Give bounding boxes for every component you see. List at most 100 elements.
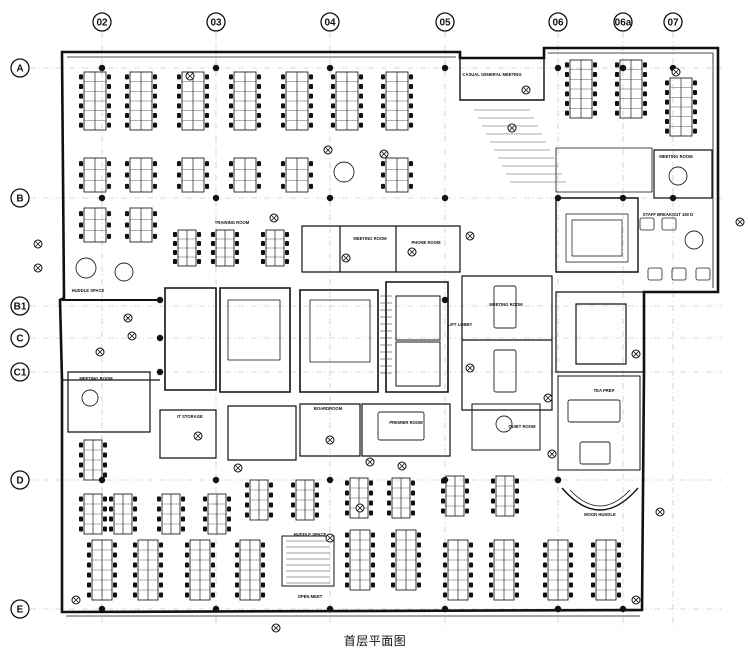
workstation-pod [87,539,117,601]
structural-column [554,194,562,202]
chair [133,506,137,512]
chair [203,496,207,502]
chair [615,62,619,68]
workstation-pod [157,493,185,535]
reference-tag-icon [123,313,133,323]
chair [181,506,185,512]
chair [153,84,157,89]
chair [309,93,313,99]
chair [157,506,161,512]
chair [107,222,111,228]
chair [593,91,597,97]
chair [345,572,349,578]
chair [257,122,261,128]
reference-tag-icon [95,347,105,357]
tag-cross [544,394,552,402]
chair [113,582,117,588]
structural-column [441,194,449,202]
chair [229,122,233,128]
chair [443,552,447,558]
chair [261,572,265,578]
chair [125,161,129,167]
workstation-pod [211,229,239,267]
chair [227,496,231,502]
reference-tag-icon [671,67,681,77]
workstation-pod [331,71,363,131]
chair [205,84,209,89]
chair [315,482,319,488]
structural-column [554,605,562,613]
chair [79,113,83,118]
chair [381,122,385,128]
room-label-boardroom: BOARDROOM [314,406,343,411]
chair [245,512,249,518]
tag-cross [272,624,280,632]
chair [359,122,363,128]
chair [181,526,185,532]
chair [515,592,519,598]
chair [227,516,231,522]
tag-cross [34,240,42,248]
chair [315,502,319,508]
reference-tag-icon [341,253,351,263]
reference-tag-icon [269,213,279,223]
chair [261,241,265,246]
chair [417,582,421,588]
structural-column [326,605,334,613]
chair [205,161,209,167]
structural-column [554,476,562,484]
workstation-pod [133,539,163,601]
chair [285,259,289,264]
chair [79,74,83,80]
tag-cross [508,124,516,132]
drawing-title: 首层平面图 [343,634,407,648]
chair [417,542,421,548]
workstation-pod [229,157,261,193]
structural-column [98,476,106,484]
chair [159,572,163,578]
chair [371,532,375,538]
workstation-pod [203,493,231,535]
boardroom-walls [299,403,451,457]
chair [693,99,697,105]
chair [569,562,573,568]
chair [185,562,189,568]
chair [261,552,265,558]
reference-tag-icon [355,503,365,513]
chair [153,172,157,178]
chair [291,482,295,488]
chair [257,74,261,80]
chair [261,259,265,264]
chair [281,103,285,109]
chair [133,572,137,578]
reference-tag-icon [323,145,333,155]
chair [359,113,363,118]
chair [103,496,107,502]
chair [381,172,385,178]
chair [181,496,185,502]
chair [185,592,189,598]
lounge-seat [671,267,687,281]
grid-bubble-row-label: C1 [14,368,27,379]
chair [177,74,181,80]
grid-bubble-row-D [10,470,30,490]
workstation-pod [615,59,647,119]
reference-tag-icon [185,71,195,81]
workstation-pod [381,71,413,131]
chair [409,183,413,189]
meeting-room-c1-wall [67,371,151,433]
chair [109,516,113,522]
chair [617,552,621,558]
moon-huddle-arc-inner [569,489,631,507]
grid-bubble-col-label: 07 [667,18,679,29]
structural-column [441,64,449,72]
chair [153,113,157,118]
chair [79,516,83,522]
chair [269,482,273,488]
room-label-staff-breakout: STAFF BREAKOUT 160 D [643,212,693,217]
structural-column [669,194,677,202]
chair [643,81,647,87]
chair [157,526,161,532]
workstation-pod [281,71,313,131]
chair [617,542,621,548]
